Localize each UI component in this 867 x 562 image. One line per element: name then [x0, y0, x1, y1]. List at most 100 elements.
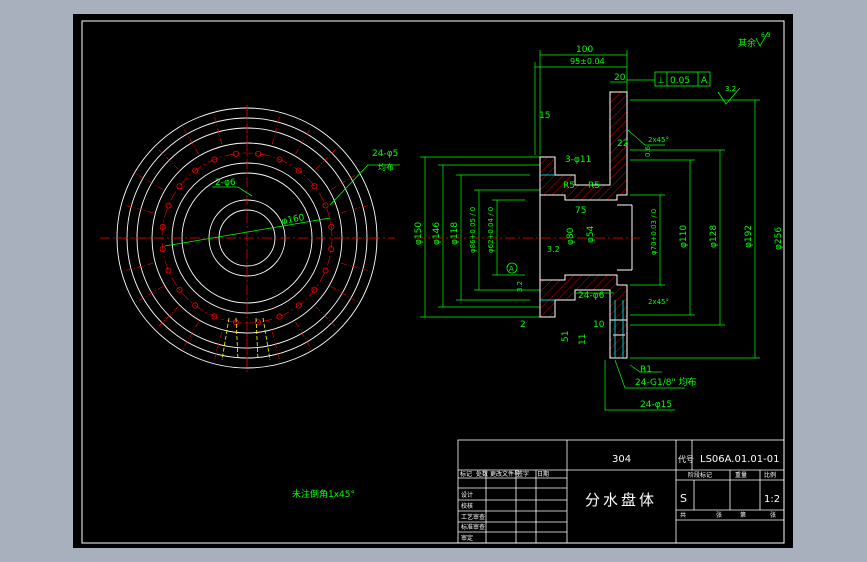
- title-header-cell: 日期: [537, 470, 549, 478]
- tolerance-value: 0.05: [670, 76, 690, 86]
- front-view-bolt-holes: [159, 150, 335, 326]
- section-extension-lines: [420, 50, 760, 359]
- front-bolt-hole: [295, 302, 302, 309]
- drawing-sheet: [73, 14, 793, 548]
- dim-95: 95±0.04: [570, 57, 605, 66]
- dim-80: φ80: [566, 227, 576, 245]
- front-radial-line: [315, 147, 338, 170]
- title-material: 304: [612, 454, 631, 465]
- title-block-right-header: 阶段标记重量比例: [688, 471, 776, 479]
- dim-2: 2: [520, 320, 526, 330]
- dim-22: 22: [617, 139, 628, 149]
- title-sheet-cell: 共: [680, 511, 686, 519]
- dim-2x45a: 2x45°: [648, 136, 669, 144]
- front-ports: [221, 317, 271, 361]
- front-holes-leader: [329, 164, 400, 206]
- title-left-row: 工艺审查: [461, 513, 485, 521]
- dim-150: φ150: [414, 222, 424, 245]
- dim-62: φ62+0.04 / 0: [487, 207, 495, 253]
- title-left-row: 校核: [461, 502, 473, 510]
- dim-24-phi15: 24-φ15: [640, 400, 672, 410]
- title-left-row: 标准审查: [461, 523, 485, 531]
- front-bolt-hole: [211, 313, 218, 320]
- front-small-holes-note: 2-φ6: [215, 178, 236, 188]
- title-header-cell: 签字: [517, 470, 529, 478]
- section-body-lower: [539, 274, 628, 359]
- front-radial-line: [135, 173, 164, 190]
- front-bolt-hole: [159, 246, 166, 253]
- tolerance-frame: ⊥ 0.05 A: [627, 71, 711, 87]
- dim-100: 100: [576, 45, 593, 55]
- dim-86: φ86+0.05 / 0: [469, 207, 477, 253]
- front-radial-line: [213, 114, 223, 145]
- dim-256: φ256: [774, 227, 784, 250]
- title-header-cell: 处数: [476, 470, 488, 478]
- title-header-cell: 标记: [460, 470, 472, 478]
- front-bolt-hole: [295, 167, 302, 174]
- dim-51: 51: [561, 331, 571, 342]
- dim-128: φ128: [709, 225, 719, 248]
- dim-g18: 24-G1/8" 均布: [635, 376, 697, 388]
- front-radial-line: [182, 126, 199, 155]
- front-bolt-hole: [232, 150, 239, 157]
- roughness-top: 3.2: [725, 85, 736, 93]
- front-radial-line: [182, 321, 199, 350]
- title-drawing-no: LS06A.01.01-01: [700, 454, 779, 465]
- section-view: 100 95±0.04 20 15 22 3-φ11 R5 R5 2x45° 0…: [414, 31, 784, 411]
- front-bolt-hole: [322, 202, 329, 209]
- front-bolt-hole: [328, 246, 335, 253]
- dim-3-phi11: 3-φ11: [565, 155, 591, 165]
- dim-06: 0.6: [644, 145, 652, 157]
- tolerance-symbol: ⊥: [657, 76, 665, 86]
- front-bolt-hole: [165, 267, 172, 274]
- front-bolt-hole: [165, 202, 172, 209]
- section-port-detail: [540, 174, 624, 358]
- front-bolt-hole: [276, 313, 283, 320]
- front-radial-line: [271, 331, 281, 362]
- inner-border: [81, 20, 785, 544]
- title-scale: 1:2: [764, 494, 780, 505]
- tolerance-datum: A: [701, 76, 708, 86]
- front-pitch-dim-label: φ160: [281, 213, 306, 227]
- dim-r1: R1: [640, 365, 652, 375]
- datum-circle: [506, 262, 518, 274]
- datum-label: A: [509, 265, 514, 273]
- dim-118: φ118: [450, 222, 460, 245]
- title-right-header: 比例: [764, 471, 776, 479]
- front-bolt-hole: [211, 156, 218, 163]
- front-bolt-hole: [328, 223, 335, 230]
- title-block-header-cells: 标记处数更改文件号签字日期: [460, 470, 549, 478]
- front-radial-line: [295, 126, 312, 155]
- title-sheet-cell: 张: [716, 511, 722, 519]
- roughness-symbol-top: [717, 87, 741, 105]
- front-radial-line: [330, 173, 359, 190]
- front-radial-line: [340, 204, 371, 214]
- front-view: φ160 24-φ5 均布 2-φ6: [100, 105, 400, 372]
- dim-110: φ110: [679, 225, 689, 248]
- front-pitch-dim-line: [164, 217, 331, 247]
- section-bore-outline: [539, 195, 633, 336]
- front-bolt-hole: [311, 286, 318, 293]
- title-sheet-cell: 第: [740, 511, 746, 519]
- section-dim-lines: [424, 54, 756, 358]
- title-right-header: 阶段标记: [688, 471, 712, 479]
- section-body-upper: [539, 91, 628, 201]
- front-small-holes-leader: [212, 186, 253, 197]
- front-bolt-hole: [176, 286, 183, 293]
- chamfer-note: 未注倒角1x45°: [292, 488, 355, 500]
- front-bolt-hole: [176, 183, 183, 190]
- front-bolt-hole: [311, 183, 318, 190]
- title-left-row: 设计: [461, 491, 473, 499]
- front-radial-line: [156, 147, 179, 170]
- title-sheet-cell: 张: [770, 511, 776, 519]
- dim-10: 10: [593, 320, 605, 330]
- roughness-symbol-note: [755, 31, 769, 47]
- dim-75: 75: [575, 206, 586, 216]
- dim-24-phi6: 24-φ6: [578, 291, 605, 301]
- title-block-sheet-row: 共张第张: [680, 511, 776, 519]
- dim-r5b: R5: [588, 181, 600, 191]
- dim-70: φ70+0.03 / 0: [650, 209, 658, 255]
- dim-20: 20: [614, 73, 626, 83]
